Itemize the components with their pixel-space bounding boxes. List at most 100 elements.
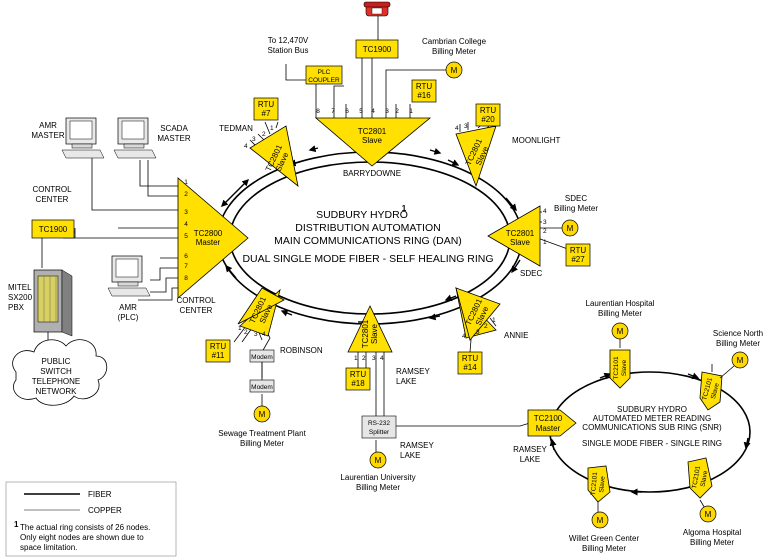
main-ring-footnote-mark: 1 bbox=[402, 204, 407, 213]
node-algoma-hospital[interactable]: TC2101 Slave bbox=[687, 457, 713, 499]
port-number: 4 bbox=[455, 125, 459, 132]
meter-glyph: M bbox=[451, 66, 458, 75]
port-number: 3 bbox=[252, 136, 256, 143]
port-number: 1 bbox=[184, 179, 188, 186]
main-ring-title-line2: DISTRIBUTION AUTOMATION bbox=[295, 222, 440, 234]
snr-master-site-2: LAKE bbox=[520, 455, 540, 464]
rtu-27[interactable]: RTU #27 bbox=[565, 243, 591, 267]
site-ramsey-1: RAMSEY bbox=[396, 367, 430, 376]
pstn-label-3: TELEPHONE bbox=[32, 377, 80, 386]
rtu-number: #27 bbox=[571, 255, 585, 264]
legend: FIBER COPPER 1 The actual ring consists … bbox=[5, 481, 177, 557]
port-number: 1 bbox=[354, 355, 358, 362]
cambrian-label-1: Cambrian College bbox=[422, 37, 487, 46]
node-barrydowne[interactable]: TC2801 Slave BARRYDOWNE 8 7 6 5 4 3 2 1 bbox=[314, 108, 432, 178]
port-number: 3 bbox=[385, 108, 389, 115]
node-science-north[interactable]: TC2101 Slave bbox=[699, 371, 723, 411]
meter-laurentian-university[interactable]: M bbox=[369, 451, 387, 469]
legend-note-1: The actual ring consists of 26 nodes. bbox=[20, 523, 150, 532]
rtu-number: #11 bbox=[212, 351, 225, 360]
rtu-label: RTU bbox=[416, 82, 433, 91]
node-willet-green[interactable]: TC2101 Slave bbox=[587, 465, 611, 503]
node-ramsey[interactable]: TC2801 Slave RAMSEY LAKE 1 2 3 4 bbox=[347, 305, 430, 386]
meter-algoma[interactable]: M bbox=[699, 505, 717, 523]
meter-sewage[interactable]: M bbox=[253, 405, 271, 423]
node-moonlight[interactable]: TC2801 Slave MOONLIGHT 4 3 2 1 bbox=[455, 121, 561, 188]
port-number: 6 bbox=[345, 108, 349, 115]
rtu-20[interactable]: RTU #20 bbox=[475, 103, 501, 127]
rtu-number: #14 bbox=[463, 363, 477, 372]
rtu-14[interactable]: RTU #14 bbox=[457, 351, 483, 375]
sdec-meter-label-2: Billing Meter bbox=[554, 204, 598, 213]
amr-master-computer[interactable] bbox=[61, 117, 105, 159]
port-number: 4 bbox=[262, 331, 266, 338]
modem-1[interactable]: Modem bbox=[249, 349, 275, 363]
plc-label-2: COUPLER bbox=[308, 77, 340, 84]
amr-master-label-2: MASTER bbox=[31, 131, 65, 140]
node-ramsey-model: TC2801 bbox=[361, 319, 370, 348]
node-barrydowne-role: Slave bbox=[362, 136, 383, 145]
node-annie[interactable]: TC2801 Slave ANNIE 4 3 2 1 bbox=[455, 286, 528, 341]
port-number: 4 bbox=[380, 355, 384, 362]
amr-plc-computer[interactable] bbox=[107, 255, 151, 297]
meter-willet[interactable]: M bbox=[591, 511, 609, 529]
site-annie: ANNIE bbox=[504, 331, 528, 340]
port-number: 3 bbox=[254, 331, 258, 338]
meter-glyph: M bbox=[617, 327, 624, 336]
ramsey-lake-label-1: RAMSEY bbox=[400, 441, 434, 450]
site-barrydowne: BARRYDOWNE bbox=[343, 169, 401, 178]
amr-plc-label-2: (PLC) bbox=[118, 313, 139, 322]
plc-coupler[interactable]: PLC COUPLER bbox=[305, 65, 343, 85]
control-center-label-1: CONTROL bbox=[32, 185, 72, 194]
rtu-label: RTU bbox=[462, 354, 479, 363]
port-number: 1 bbox=[492, 317, 496, 324]
node-tc2100-master[interactable]: TC2100 Master bbox=[527, 409, 577, 437]
rtu-16[interactable]: RTU #16 bbox=[411, 79, 437, 103]
science-north-label-2: Billing Meter bbox=[716, 339, 760, 348]
node-robinson[interactable]: TC2801 Slave ROBINSON 1 2 3 4 bbox=[237, 287, 323, 355]
meter-laurentian-hospital[interactable]: M bbox=[611, 322, 629, 340]
rtu-number: #18 bbox=[351, 379, 365, 388]
sewage-label-2: Billing Meter bbox=[240, 439, 284, 448]
rtu-18[interactable]: RTU #18 bbox=[345, 367, 371, 391]
meter-glyph: M bbox=[705, 510, 712, 519]
mitel-pbx-cabinet[interactable] bbox=[33, 269, 73, 337]
laurentian-hosp-role: Slave bbox=[621, 359, 628, 376]
meter-science-north[interactable]: M bbox=[731, 351, 749, 369]
rtu-label: RTU bbox=[210, 342, 227, 351]
sub-ring-subtitle: SINGLE MODE FIBER - SINGLE RING bbox=[582, 439, 722, 448]
laurentian-u-label-1: Laurentian University bbox=[340, 473, 415, 482]
legend-note-2: Only eight nodes are shown due to bbox=[20, 533, 144, 542]
node-laurentian-hospital[interactable]: TC2101 Slave bbox=[609, 349, 631, 389]
station-bus-label-1: To 12,470V bbox=[268, 36, 309, 45]
cambrian-label-2: Billing Meter bbox=[432, 47, 476, 56]
willet-model: TC2101 bbox=[590, 471, 599, 495]
modem-2[interactable]: Modem bbox=[249, 379, 275, 393]
node-sdec[interactable]: TC2801 Slave SDEC 4 3 2 1 bbox=[487, 205, 547, 278]
meter-sdec[interactable]: M bbox=[561, 219, 579, 237]
tc1900-left[interactable]: TC1900 bbox=[31, 219, 75, 239]
meter-cambrian[interactable]: M bbox=[445, 61, 463, 79]
rtu-label: RTU bbox=[480, 106, 497, 115]
algoma-label-1: Algoma Hospital bbox=[683, 528, 741, 537]
scada-label-1: SCADA bbox=[160, 124, 188, 133]
rtu-11[interactable]: RTU #11 bbox=[205, 339, 231, 363]
node-tc2800-master[interactable]: TC2800 Master 1 2 3 4 5 6 7 8 bbox=[177, 177, 249, 299]
sdec-meter-label-1: SDEC bbox=[565, 194, 587, 203]
node-tc2100-role: Master bbox=[536, 424, 561, 433]
pstn-cloud: PUBLIC SWITCH TELEPHONE NETWORK bbox=[12, 339, 108, 406]
scada-master-computer[interactable] bbox=[113, 117, 157, 159]
rs232-splitter[interactable]: RS-232 Splitter bbox=[361, 415, 397, 439]
tc1900-top[interactable]: TC1900 bbox=[355, 39, 399, 59]
mitel-label-3: PBX bbox=[8, 303, 25, 312]
legend-footnote-mark: 1 bbox=[14, 520, 19, 529]
node-tedman[interactable]: TC2801 Slave TEDMAN 4 3 2 1 bbox=[219, 124, 299, 187]
algoma-label-2: Billing Meter bbox=[690, 538, 734, 547]
port-number: 8 bbox=[184, 275, 188, 282]
port-number: 3 bbox=[184, 209, 188, 216]
willet-label-1: Willet Green Center bbox=[569, 534, 640, 543]
port-number: 2 bbox=[484, 323, 488, 330]
rtu-7[interactable]: RTU #7 bbox=[253, 97, 279, 121]
sub-ring-title-line2: AUTOMATED METER READING bbox=[593, 414, 711, 423]
